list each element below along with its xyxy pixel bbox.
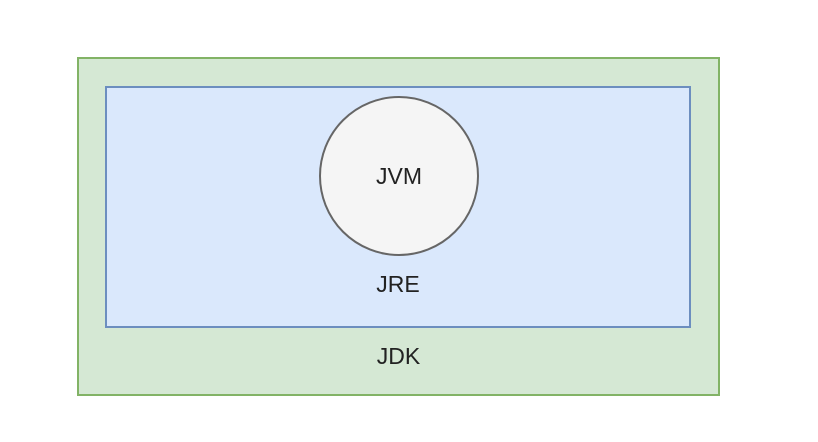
jre-container-shape: JVM JRE xyxy=(105,86,691,328)
jdk-container-shape: JVM JRE JDK xyxy=(77,57,720,396)
jvm-label: JVM xyxy=(376,162,422,189)
jvm-circle-shape: JVM xyxy=(319,96,479,256)
jdk-label: JDK xyxy=(376,343,421,369)
jre-label: JRE xyxy=(376,271,420,297)
